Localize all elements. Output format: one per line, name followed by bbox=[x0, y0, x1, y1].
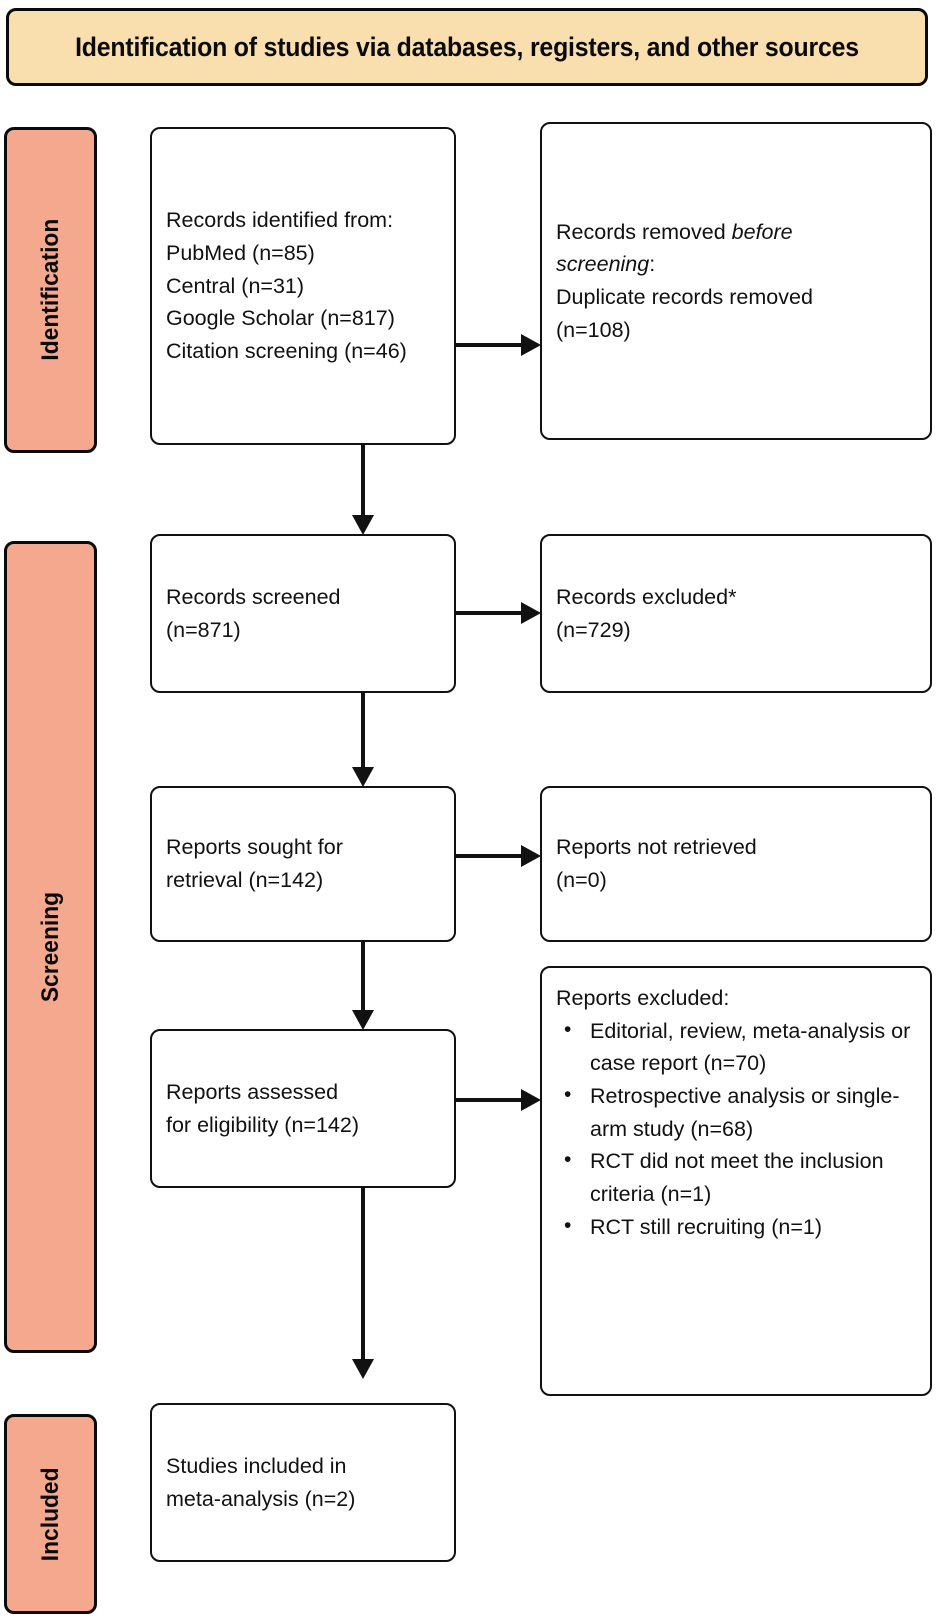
records-identified-line-5: Citation screening (n=46) bbox=[166, 339, 407, 363]
connector-identified-to-removed bbox=[456, 343, 523, 347]
connector-sought-to-not-retrieved bbox=[456, 854, 523, 858]
records-excluded-line-1: Records excluded* bbox=[556, 584, 737, 609]
records-removed-line-3: Duplicate records removed bbox=[556, 285, 813, 309]
reports-assessed-line-2: for eligibility (n=142) bbox=[166, 1112, 359, 1137]
reports-excluded-bullet-1: Editorial, review, meta-analysis or case… bbox=[556, 1014, 916, 1080]
box-reports-not-retrieved: Reports not retrieved (n=0) bbox=[540, 786, 932, 942]
diagram-header-banner: Identification of studies via databases,… bbox=[6, 8, 928, 86]
records-removed-line-4: (n=108) bbox=[556, 317, 631, 342]
connector-screened-to-excluded bbox=[456, 611, 523, 615]
stage-band-included: Included bbox=[4, 1414, 97, 1614]
reports-excluded-bullet-3: RCT did not meet the inclusion criteria … bbox=[556, 1144, 916, 1210]
stage-band-identification: Identification bbox=[4, 127, 97, 453]
reports-sought-line-2: retrieval (n=142) bbox=[166, 868, 324, 892]
connector-identified-to-screened bbox=[361, 445, 365, 519]
box-reports-assessed: Reports assessed for eligibility (n=142) bbox=[150, 1029, 456, 1188]
records-removed-italic-screening: screening bbox=[556, 252, 650, 277]
records-identified-line-1: Records identified from: bbox=[166, 208, 394, 233]
box-records-excluded: Records excluded* (n=729) bbox=[540, 534, 932, 693]
reports-excluded-bullet-4: RCT still recruiting (n=1) bbox=[556, 1210, 916, 1244]
records-removed-colon: : bbox=[649, 252, 656, 277]
arrowhead-sought-to-not-retrieved bbox=[521, 845, 541, 867]
stage-label-screening: Screening bbox=[36, 891, 64, 1003]
arrowhead-sought-to-assessed bbox=[352, 1010, 374, 1030]
reports-assessed-line-1: Reports assessed bbox=[166, 1079, 339, 1104]
reports-excluded-bullet-2: Retrospective analysis or single-arm stu… bbox=[556, 1079, 916, 1145]
arrowhead-identified-to-removed bbox=[521, 334, 541, 356]
reports-not-retrieved-line-1: Reports not retrieved bbox=[556, 835, 757, 860]
page-title: Identification of studies via databases,… bbox=[75, 31, 859, 62]
records-removed-line-1: Records removed before bbox=[556, 216, 916, 249]
records-removed-prefix: Records removed bbox=[556, 219, 732, 244]
arrowhead-assessed-to-included bbox=[352, 1359, 374, 1379]
reports-not-retrieved-line-2: (n=0) bbox=[556, 868, 607, 892]
box-records-screened: Records screened (n=871) bbox=[150, 534, 456, 693]
stage-band-screening: Screening bbox=[4, 541, 97, 1353]
stage-label-identification: Identification bbox=[36, 219, 64, 361]
records-screened-line-2: (n=871) bbox=[166, 617, 241, 642]
connector-assessed-to-excluded bbox=[456, 1098, 523, 1102]
connector-sought-to-assessed bbox=[361, 942, 365, 1014]
records-removed-italic-before: before bbox=[731, 219, 793, 244]
records-removed-line-2: screening: bbox=[556, 248, 916, 281]
box-records-identified: Records identified from: PubMed (n=85) C… bbox=[150, 127, 456, 445]
box-reports-excluded: Reports excluded: Editorial, review, met… bbox=[540, 966, 932, 1396]
reports-excluded-heading: Reports excluded: bbox=[556, 986, 730, 1010]
stage-label-included: Included bbox=[36, 1467, 64, 1561]
records-identified-line-3: Central (n=31) bbox=[166, 273, 305, 298]
records-excluded-line-2: (n=729) bbox=[556, 617, 631, 642]
studies-included-line-2: meta-analysis (n=2) bbox=[166, 1486, 356, 1511]
studies-included-line-1: Studies included in bbox=[166, 1453, 347, 1478]
arrowhead-assessed-to-excluded bbox=[521, 1089, 541, 1111]
records-identified-line-4: Google Scholar (n=817) bbox=[166, 306, 395, 331]
arrowhead-screened-to-sought bbox=[352, 767, 374, 787]
reports-excluded-bullet-list: Editorial, review, meta-analysis or case… bbox=[556, 1014, 916, 1244]
arrowhead-screened-to-excluded bbox=[521, 602, 541, 624]
box-studies-included: Studies included in meta-analysis (n=2) bbox=[150, 1403, 456, 1562]
connector-screened-to-sought bbox=[361, 693, 365, 771]
box-reports-sought: Reports sought for retrieval (n=142) bbox=[150, 786, 456, 942]
records-identified-line-2: PubMed (n=85) bbox=[166, 240, 315, 265]
connector-assessed-to-included bbox=[361, 1188, 365, 1363]
records-screened-line-1: Records screened bbox=[166, 584, 341, 609]
box-records-removed: Records removed before screening: Duplic… bbox=[540, 122, 932, 440]
reports-sought-line-1: Reports sought for bbox=[166, 835, 343, 860]
arrowhead-identified-to-screened bbox=[352, 515, 374, 535]
